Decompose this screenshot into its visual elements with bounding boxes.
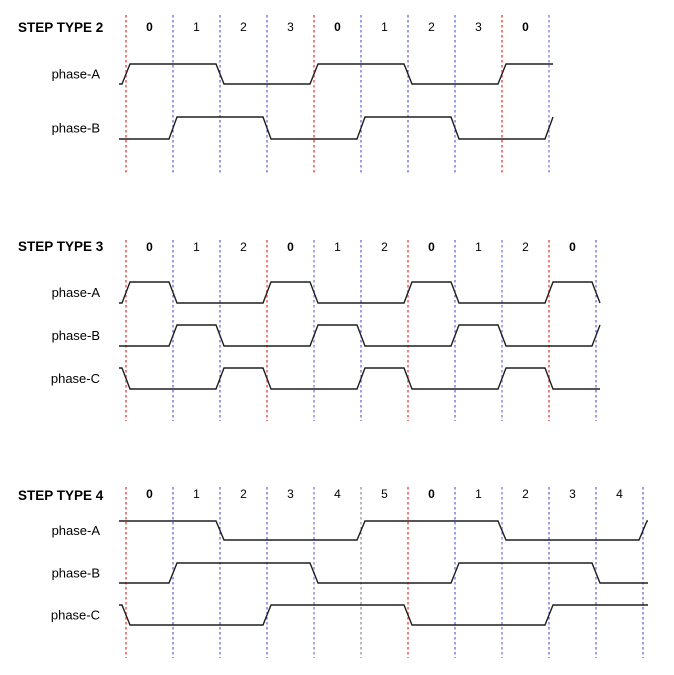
step-number-label: 1	[475, 240, 482, 254]
step-number-label: 3	[475, 20, 482, 34]
step-number-label: 2	[240, 240, 247, 254]
step-number-label: 1	[475, 487, 482, 501]
step-number-label: 2	[522, 240, 529, 254]
waveform-phase-c	[119, 604, 648, 626]
step-number-label: 0	[334, 20, 341, 34]
phase-label: phase-A	[52, 523, 101, 538]
phase-label: phase-C	[51, 371, 100, 386]
step-number-label: 2	[240, 20, 247, 34]
step-number-label: 3	[569, 487, 576, 501]
section-title-step-type-4: STEP TYPE 4	[18, 488, 104, 503]
phase-label: phase-B	[52, 566, 100, 581]
step-number-label: 4	[616, 487, 623, 501]
step-number-label: 1	[334, 240, 341, 254]
waveform-phase-c	[119, 367, 600, 390]
step-number-label: 2	[428, 20, 435, 34]
section-step-type-4: 0 1 2 3 4 5 0 1 2 3 4 phase-A phase-B phase-C	[51, 487, 648, 658]
waveform-phase-b	[119, 116, 554, 140]
waveform-phase-a	[119, 520, 648, 541]
waveform-phase-b	[119, 324, 601, 347]
step-number-label: 4	[334, 487, 341, 501]
step-number-label: 0	[428, 487, 435, 501]
step-number-label: 1	[193, 20, 200, 34]
section-title-step-type-2: STEP TYPE 2	[18, 20, 104, 35]
step-number-label: 3	[287, 20, 294, 34]
waveform-phase-a	[119, 63, 553, 85]
waveform-phase-b	[119, 562, 648, 584]
section-step-type-3: 0 1 2 0 1 2 0 1 2 0 phase-A phase-B phase-C	[51, 240, 601, 421]
step-number-label: 2	[240, 487, 247, 501]
section-title-step-type-3: STEP TYPE 3	[18, 239, 104, 254]
step-number-label: 1	[381, 20, 388, 34]
phase-label: phase-A	[52, 285, 101, 300]
step-number-label: 0	[428, 240, 435, 254]
step-number-label: 0	[569, 240, 576, 254]
section-step-type-2: 0 1 2 3 0 1 2 3 0 phase-A phase-B	[52, 15, 554, 173]
step-number-label: 2	[522, 487, 529, 501]
step-number-label: 5	[381, 487, 388, 501]
step-number-label: 0	[146, 20, 153, 34]
step-number-label: 0	[287, 240, 294, 254]
phase-label: phase-B	[52, 328, 100, 343]
step-number-label: 0	[146, 240, 153, 254]
step-number-label: 0	[522, 20, 529, 34]
phase-label: phase-C	[51, 608, 100, 623]
step-number-label: 1	[193, 487, 200, 501]
step-number-label: 2	[381, 240, 388, 254]
phase-label: phase-A	[52, 67, 101, 82]
waveform-phase-a	[119, 281, 601, 304]
step-number-label: 1	[193, 240, 200, 254]
step-number-label: 0	[146, 487, 153, 501]
step-number-label: 3	[287, 487, 294, 501]
phase-label: phase-B	[52, 121, 100, 136]
